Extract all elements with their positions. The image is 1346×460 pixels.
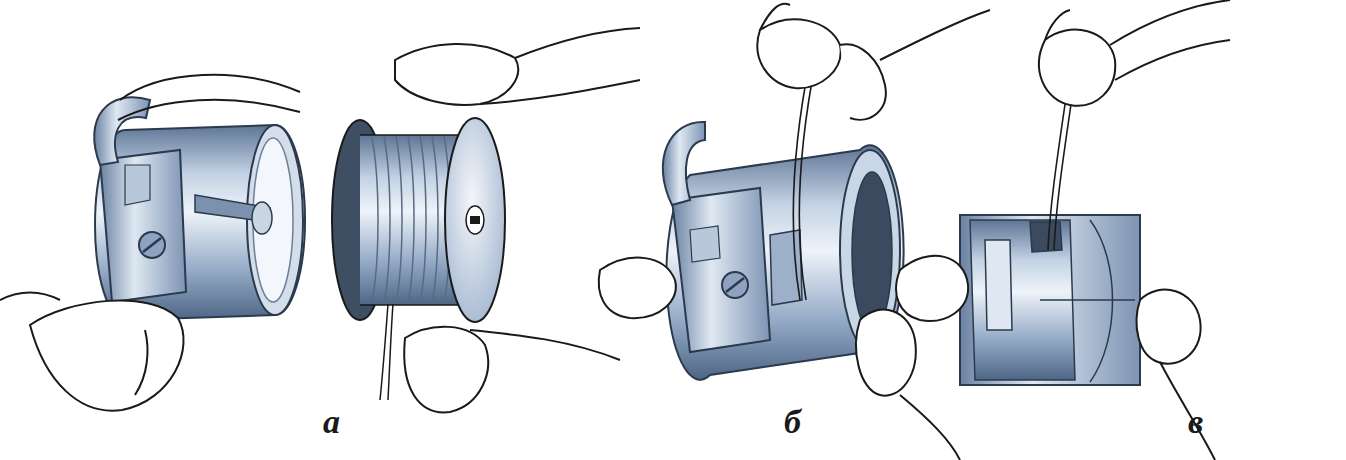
bobbin-case <box>1040 299 1135 301</box>
hand-fingers <box>470 330 620 360</box>
bobbin <box>408 136 414 304</box>
bobbin-case <box>960 215 1140 385</box>
bobbin-case <box>139 232 165 258</box>
hand-fingers <box>856 310 916 396</box>
thread <box>793 60 816 300</box>
hand-fingers <box>599 258 676 318</box>
bobbin-case <box>125 165 150 205</box>
hand-fingers <box>120 75 300 100</box>
bobbin <box>432 136 438 304</box>
bobbin <box>360 304 470 306</box>
bobbin <box>396 136 402 304</box>
bobbin <box>445 118 505 322</box>
hand-fingers <box>900 395 960 460</box>
bobbin-case <box>94 97 305 320</box>
bobbin <box>466 206 484 234</box>
hand-fingers <box>30 300 184 410</box>
hand-fingers <box>880 10 990 60</box>
bobbin <box>360 134 470 136</box>
hand-fingers <box>404 327 488 413</box>
bobbin-case <box>94 97 150 165</box>
bobbin-case <box>663 122 705 205</box>
bobbin <box>388 304 393 400</box>
hand-fingers <box>760 4 790 30</box>
hand-fingers <box>395 44 518 105</box>
panel-letter: б <box>784 405 801 439</box>
thread <box>799 60 816 300</box>
hand-fingers <box>1137 290 1201 364</box>
bobbin-case <box>1090 220 1113 382</box>
hand-fingers <box>840 44 886 119</box>
bobbin-case <box>770 230 802 305</box>
hand-fingers <box>599 4 990 460</box>
bobbin <box>470 216 480 224</box>
bobbin-case <box>722 272 748 298</box>
bobbin-case <box>247 125 303 315</box>
hand-fingers <box>1110 0 1230 45</box>
hand-fingers <box>118 100 300 120</box>
hand-fingers <box>896 0 1230 460</box>
hand-fingers <box>896 256 968 321</box>
hand-fingers <box>1115 40 1230 80</box>
bobbin <box>384 136 390 304</box>
bobbin-case <box>985 240 1012 330</box>
hand-fingers <box>1160 362 1215 460</box>
bobbin-case <box>690 226 720 262</box>
bobbin-case <box>960 215 1140 385</box>
bobbin <box>372 138 378 302</box>
bobbin <box>380 304 388 400</box>
panel-letter: а <box>323 405 340 439</box>
panel-letter: в <box>1188 405 1203 439</box>
hand-fingers <box>757 19 840 88</box>
bobbin-case <box>1030 222 1062 252</box>
bobbin-case <box>143 238 161 252</box>
hand-fingers <box>515 28 640 58</box>
bobbin-case <box>100 150 186 302</box>
bobbin-case <box>726 278 744 292</box>
hand-fingers <box>1045 10 1070 40</box>
hand-fingers <box>0 75 300 411</box>
hand-fingers <box>395 28 640 412</box>
bobbin-case <box>252 202 272 234</box>
bobbin <box>420 136 426 304</box>
hand-fingers <box>480 80 640 104</box>
bobbin-case <box>95 125 305 320</box>
bobbin-case <box>852 172 892 332</box>
hand-fingers <box>0 293 60 301</box>
hand-fingers <box>1039 30 1115 106</box>
bobbin-case <box>253 138 293 302</box>
hand-fingers <box>135 330 148 395</box>
bobbin-case <box>672 188 770 352</box>
